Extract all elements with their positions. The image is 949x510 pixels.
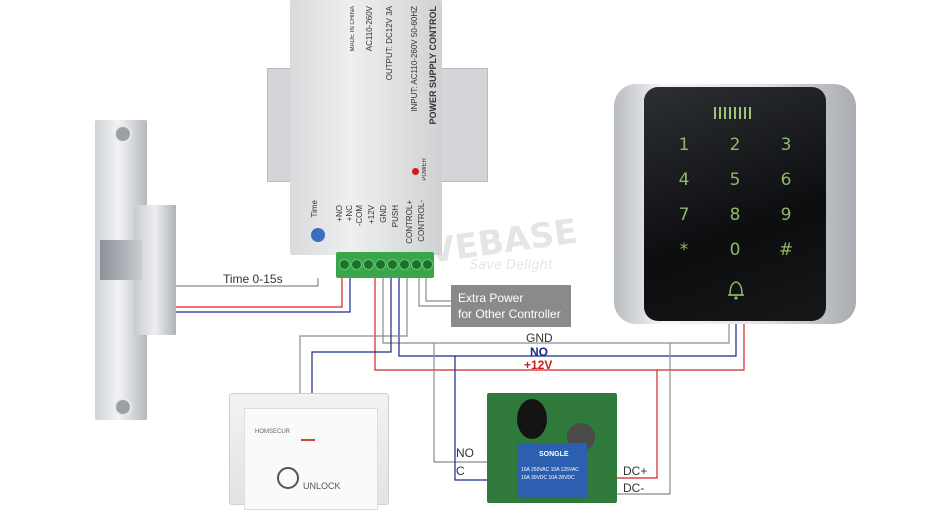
extra-power-line1: Extra Power (458, 291, 524, 305)
relay-spec-2: 10A 30VDC 10A 28VDC (521, 475, 575, 481)
psu-terminal-label-7: CONTROL+ (405, 200, 414, 244)
psu-title: POWER SUPPLY CONTROL (428, 6, 438, 125)
key-4[interactable]: 4 (678, 170, 690, 190)
terminal-screw (339, 259, 350, 270)
wire-button-blue (311, 274, 392, 400)
relay-capacitor (517, 399, 547, 439)
power-led-icon (412, 168, 419, 175)
terminal-screw (411, 259, 422, 270)
relay-no-label: NO (456, 446, 474, 460)
psu-terminal-label-5: GND (379, 205, 388, 223)
relay-dcplus-label: DC+ (623, 464, 648, 478)
key-0[interactable]: 0 (729, 240, 741, 260)
psu-made: MADE IN CHINA (350, 6, 356, 52)
relay-board: SONGLE 10A 250VAC 10A 125VAC 10A 30VDC 1… (487, 393, 617, 503)
wire-no (398, 274, 737, 357)
psu-time-label: Time (310, 200, 319, 218)
time-range-label: Time 0-15s (223, 272, 283, 286)
psu-input: INPUT: AC110-260V 50-60HZ (410, 6, 419, 112)
key-3[interactable]: 3 (780, 135, 792, 155)
terminal-screw (399, 259, 410, 270)
plus12v-label: +12V (524, 358, 553, 372)
wire-relay-no (433, 343, 492, 463)
wire-lock-blue (176, 274, 351, 313)
wire-lock-red (176, 274, 343, 308)
wire-gnd (382, 274, 730, 344)
wire-extra-power-2 (425, 274, 451, 302)
relay-brand: SONGLE (539, 451, 569, 458)
power-supply-unit: POWER SUPPLY CONTROL INPUT: AC110-260V 5… (290, 0, 442, 255)
terminal-screw (363, 259, 374, 270)
time-knob-icon[interactable] (311, 228, 325, 242)
psu-terminal-label-1: +NO (335, 205, 344, 222)
lock-latch (100, 240, 142, 280)
psu-terminal-label-3: -COM (355, 205, 364, 227)
key-9[interactable]: 9 (780, 205, 792, 225)
keypad-face: 1 2 3 4 5 6 7 8 9 * 0 # (644, 87, 826, 321)
keypad-reader: 1 2 3 4 5 6 7 8 9 * 0 # (614, 84, 856, 324)
psu-terminal-label-6: PUSH (391, 205, 400, 228)
key-icon (277, 467, 299, 489)
wire-relay-dcplus (617, 370, 658, 479)
wire-extra-power-1 (418, 274, 451, 307)
extra-power-box: Extra Power for Other Controller (451, 285, 571, 327)
wire-relay-dcminus (617, 343, 671, 495)
psu-power-label: POWER (422, 158, 428, 181)
rfid-icon (714, 107, 754, 119)
terminal-screw (375, 259, 386, 270)
exit-button-brand: HOMSECUR (255, 429, 291, 435)
exit-button-label: UNLOCK (303, 481, 341, 491)
key-2[interactable]: 2 (729, 135, 741, 155)
gnd-label: GND (526, 331, 553, 345)
no-label: NO (530, 345, 548, 359)
relay-module: SONGLE 10A 250VAC 10A 125VAC 10A 30VDC 1… (517, 443, 587, 498)
terminal-block (336, 252, 434, 278)
relay-spec-1: 10A 250VAC 10A 125VAC (521, 467, 579, 473)
psu-terminal-label-4: +12V (367, 205, 376, 224)
extra-power-line2: for Other Controller (458, 307, 561, 321)
wire-button-gray (299, 274, 408, 400)
wiring-diagram (176, 274, 745, 495)
wire-relay-c (454, 356, 492, 481)
terminal-screw (351, 259, 362, 270)
psu-right-ear (441, 68, 488, 182)
key-5[interactable]: 5 (729, 170, 741, 190)
relay-dcminus-label: DC- (623, 481, 645, 495)
key-1[interactable]: 1 (678, 135, 690, 155)
key-8[interactable]: 8 (729, 205, 741, 225)
key-6[interactable]: 6 (780, 170, 792, 190)
exit-button-plate: HOMSECUR UNLOCK (229, 393, 389, 510)
key-star[interactable]: * (679, 240, 689, 260)
relay-c-label: C (456, 464, 465, 478)
terminal-screw (387, 259, 398, 270)
terminal-screw (422, 259, 433, 270)
watermark-tagline: Save Delight (470, 258, 553, 273)
psu-terminal-label-8: CONTROL- (417, 200, 426, 242)
psu-terminal-label-2: +NC (345, 205, 354, 222)
key-7[interactable]: 7 (678, 205, 690, 225)
psu-output: OUTPUT: DC12V 3A (385, 6, 394, 81)
exit-button-indicator (301, 439, 315, 441)
psu-ac: AC110-260V (365, 6, 374, 52)
bell-icon[interactable] (726, 279, 746, 301)
wire-time-lock (176, 278, 319, 287)
exit-button-face[interactable]: HOMSECUR UNLOCK (244, 408, 378, 510)
wire-12v (374, 274, 745, 371)
key-hash[interactable]: # (778, 240, 794, 260)
